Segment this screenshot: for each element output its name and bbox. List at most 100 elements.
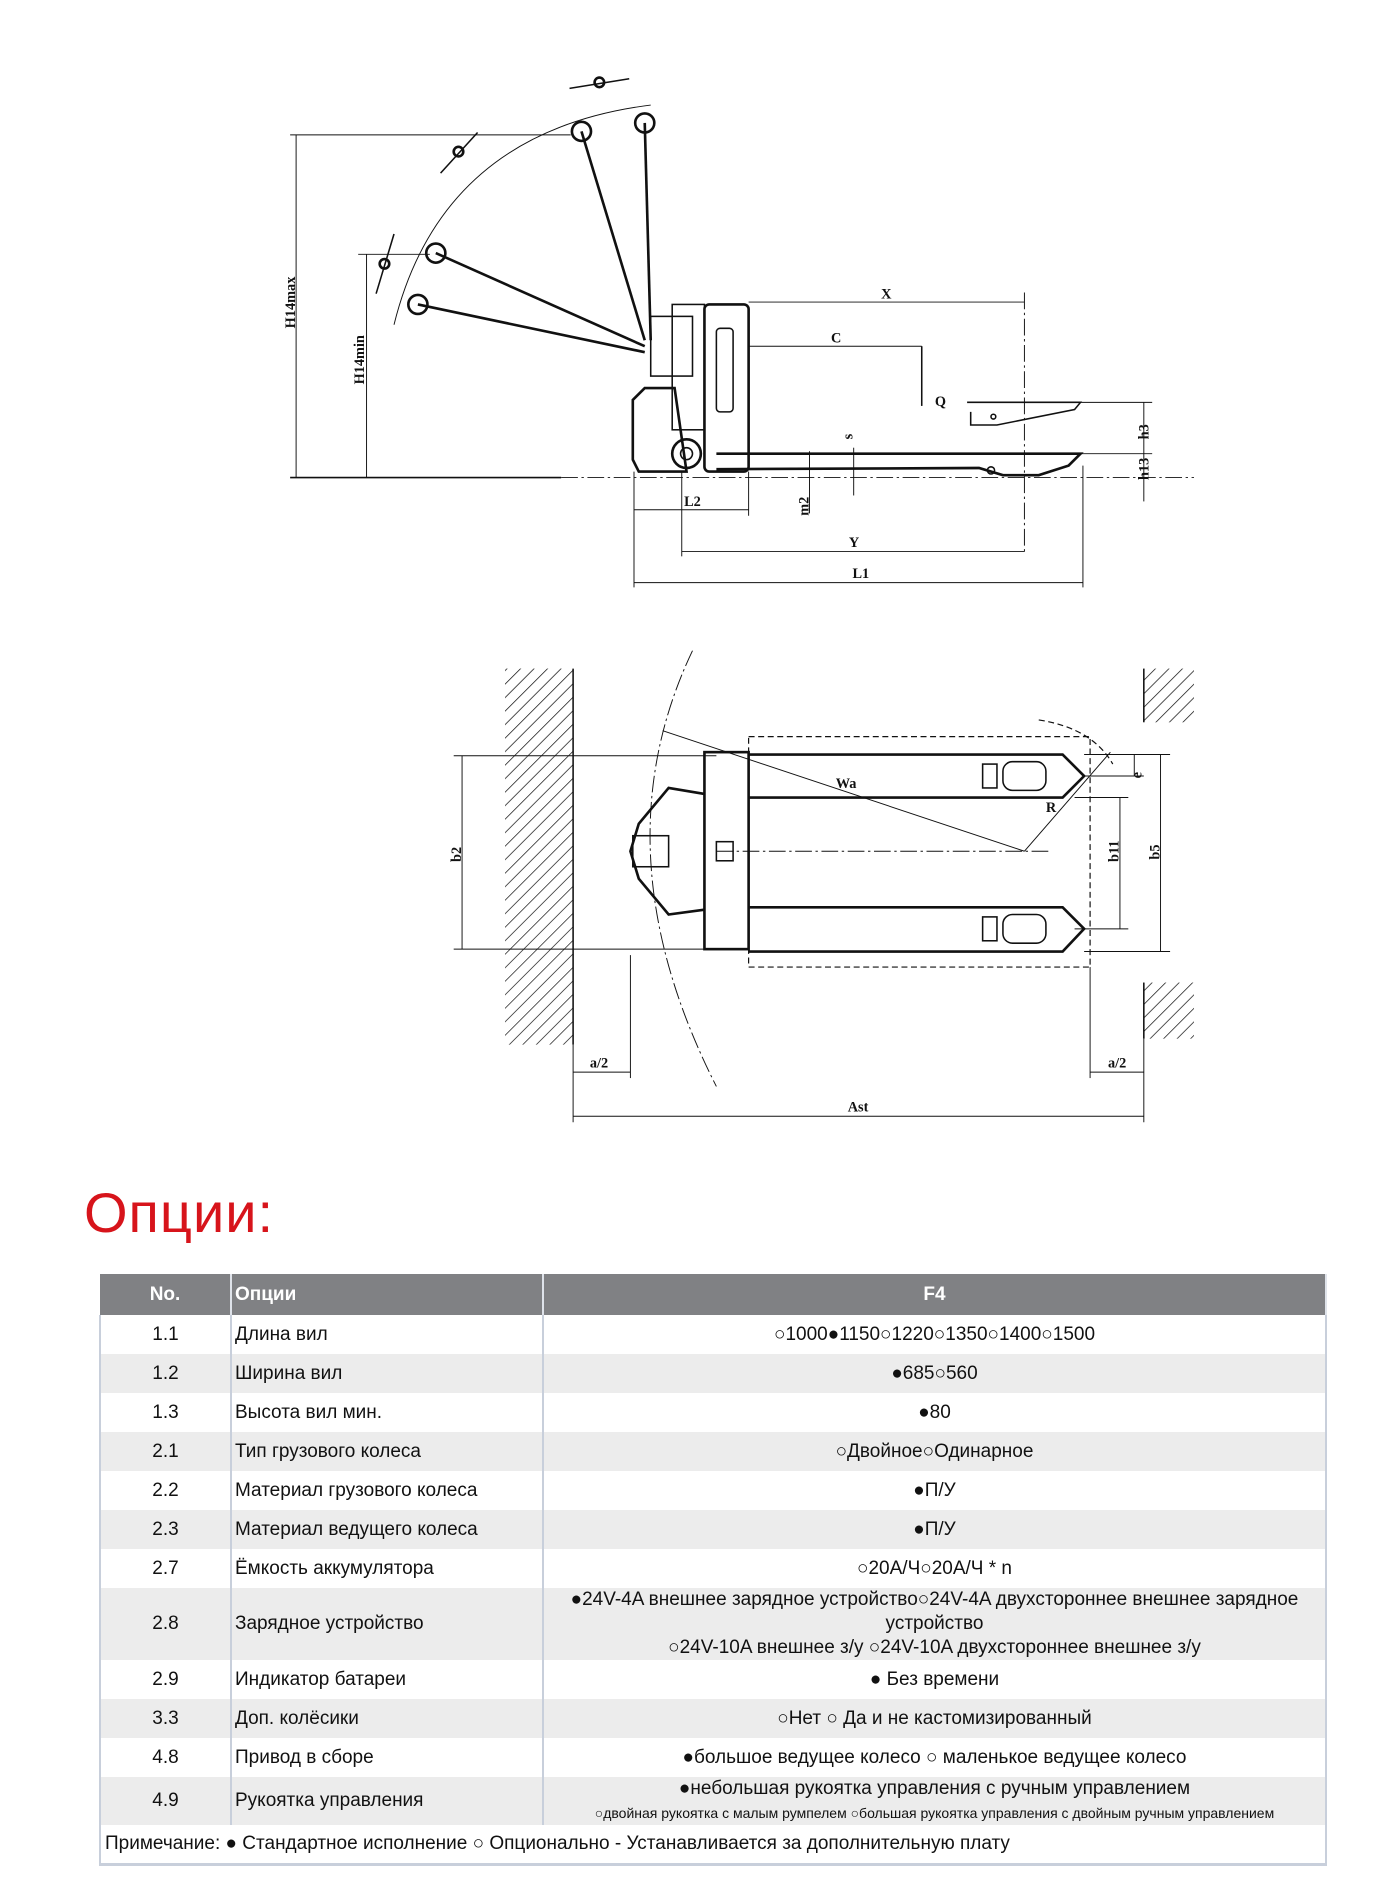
label-a2-left: a/2 <box>590 1055 608 1071</box>
label-b2: b2 <box>449 847 465 862</box>
option-value-extra: ○24V-10A внешнее з/у ○24V-10A двухсторон… <box>668 1637 1201 1658</box>
option-value-cell: ●80 <box>543 1393 1327 1432</box>
table-row: 4.9 Рукоятка управления ●небольшая рукоя… <box>99 1777 1327 1825</box>
option-value-cell: ●П/У <box>543 1471 1327 1510</box>
label-ast: Ast <box>848 1100 869 1116</box>
table-row: 4.8 Привод в сборе ●большое ведущее коле… <box>99 1738 1327 1777</box>
table-row: 2.8 Зарядное устройство ●24V-4A внешнее … <box>99 1588 1327 1660</box>
option-name: Высота вил мин. <box>231 1393 544 1432</box>
option-value-cell: ○1000●1150○1220○1350○1400○1500 <box>543 1315 1327 1354</box>
option-value: ●685○560 <box>891 1362 978 1384</box>
option-value: ●П/У <box>913 1518 956 1540</box>
option-name: Материал грузового колеса <box>231 1471 544 1510</box>
note-row: Примечание: ● Стандартное исполнение ○ О… <box>99 1825 1327 1866</box>
label-wa: Wa <box>836 776 857 792</box>
load <box>967 401 1083 426</box>
option-value-cell: ● Без времени <box>543 1660 1327 1699</box>
label-a2-right: a/2 <box>1108 1055 1126 1071</box>
header-option: Опции <box>231 1274 544 1315</box>
row-number: 2.9 <box>99 1660 232 1699</box>
label-h3: h3 <box>1137 424 1153 439</box>
option-value: ●24V-4A внешнее зарядное устройство○24V-… <box>570 1589 1299 1634</box>
label-y: Y <box>849 535 860 551</box>
option-value: ●небольшая рукоятка управления с ручным … <box>678 1778 1191 1799</box>
handle-swing-markers <box>375 76 630 294</box>
option-value: ○Двойное○Одинарное <box>835 1440 1034 1462</box>
option-value: ●80 <box>918 1401 951 1423</box>
label-l2: L2 <box>684 494 701 510</box>
label-h13: h13 <box>1137 458 1153 480</box>
table-row: 3.3 Доп. колёсики ○Нет ○ Да и не кастоми… <box>99 1699 1327 1738</box>
wall-right-bottom <box>1143 982 1194 1039</box>
table-row: 2.2 Материал грузового колеса ●П/У <box>99 1471 1327 1510</box>
option-value-cell: ●685○560 <box>543 1354 1327 1393</box>
label-c: C <box>831 331 841 347</box>
option-name: Зарядное устройство <box>231 1588 544 1660</box>
row-number: 2.1 <box>99 1432 232 1471</box>
label-q: Q <box>935 394 946 410</box>
option-value-cell: ○20А/Ч○20А/Ч * n <box>543 1549 1327 1588</box>
option-value-extra: ○двойная рукоятка с малым румпелем ○боль… <box>594 1805 1275 1821</box>
label-h14max: H14max <box>283 276 299 329</box>
section-title: Опции: <box>84 1181 275 1244</box>
option-name: Привод в сборе <box>231 1738 544 1777</box>
row-number: 4.9 <box>99 1777 232 1825</box>
option-name: Ёмкость аккумулятора <box>231 1549 544 1588</box>
row-number: 2.7 <box>99 1549 232 1588</box>
label-b5: b5 <box>1147 844 1163 859</box>
row-number: 3.3 <box>99 1699 232 1738</box>
options-table: No. Опции F4 1.1 Длина вил ○1000●1150○12… <box>99 1274 1327 1866</box>
table-note: Примечание: ● Стандартное исполнение ○ О… <box>99 1825 1327 1866</box>
option-value: ● Без времени <box>869 1668 1000 1690</box>
option-name: Доп. колёсики <box>231 1699 544 1738</box>
row-number: 2.8 <box>99 1588 232 1660</box>
row-number: 2.3 <box>99 1510 232 1549</box>
label-x: X <box>881 286 892 302</box>
option-value-cell: ○Двойное○Одинарное <box>543 1432 1327 1471</box>
option-name: Ширина вил <box>231 1354 544 1393</box>
table-row: 1.3 Высота вил мин. ●80 <box>99 1393 1327 1432</box>
option-value-cell: ○Нет ○ Да и не кастомизированный <box>543 1699 1327 1738</box>
label-m2: m2 <box>796 497 812 516</box>
table-header-row: No. Опции F4 <box>100 1274 1327 1315</box>
technical-drawing: H14max H14min <box>283 76 1194 1123</box>
option-value: ○1000●1150○1220○1350○1400○1500 <box>773 1323 1096 1345</box>
option-name: Длина вил <box>231 1315 544 1354</box>
table-row: 2.1 Тип грузового колеса ○Двойное○Одинар… <box>99 1432 1327 1471</box>
option-value: ○Нет ○ Да и не кастомизированный <box>777 1707 1092 1729</box>
option-value: ●П/У <box>913 1479 956 1501</box>
table-row: 1.2 Ширина вил ●685○560 <box>99 1354 1327 1393</box>
truck-body <box>631 303 1084 477</box>
row-number: 4.8 <box>99 1738 232 1777</box>
row-number: 1.1 <box>99 1315 232 1354</box>
option-value-cell: ●П/У <box>543 1510 1327 1549</box>
option-name: Рукоятка управления <box>231 1777 544 1825</box>
table-row: 2.3 Материал ведущего колеса ●П/У <box>99 1510 1327 1549</box>
option-name: Индикатор батареи <box>231 1660 544 1699</box>
table-row: 2.9 Индикатор батареи ● Без времени <box>99 1660 1327 1699</box>
label-h14min: H14min <box>352 335 368 384</box>
row-number: 1.3 <box>99 1393 232 1432</box>
header-model: F4 <box>543 1274 1327 1315</box>
option-value-cell: ●24V-4A внешнее зарядное устройство○24V-… <box>543 1588 1327 1660</box>
wall-right-top <box>1143 668 1194 723</box>
table-row: 2.7 Ёмкость аккумулятора ○20А/Ч○20А/Ч * … <box>99 1549 1327 1588</box>
label-l1: L1 <box>852 566 869 582</box>
option-value-cell: ●большое ведущее колесо ○ маленькое веду… <box>543 1738 1327 1777</box>
table-row: 1.1 Длина вил ○1000●1150○1220○1350○1400○… <box>99 1315 1327 1354</box>
label-e: e <box>1129 772 1145 778</box>
option-name: Тип грузового колеса <box>231 1432 544 1471</box>
header-no: No. <box>100 1274 232 1315</box>
top-view: Wa R b2 b5 b11 e a/2 a/2 Ast <box>449 650 1194 1123</box>
option-value: ○20А/Ч○20А/Ч * n <box>857 1557 1012 1579</box>
label-r: R <box>1046 800 1057 816</box>
option-value-cell: ●небольшая рукоятка управления с ручным … <box>543 1777 1327 1825</box>
label-b11: b11 <box>1107 840 1123 861</box>
row-number: 1.2 <box>99 1354 232 1393</box>
side-view: H14max H14min <box>283 76 1194 588</box>
option-value: ●большое ведущее колесо ○ маленькое веду… <box>682 1746 1187 1768</box>
label-s: s <box>840 433 856 439</box>
option-name: Материал ведущего колеса <box>231 1510 544 1549</box>
wall-left <box>505 668 574 1045</box>
handle-positions <box>407 112 656 354</box>
